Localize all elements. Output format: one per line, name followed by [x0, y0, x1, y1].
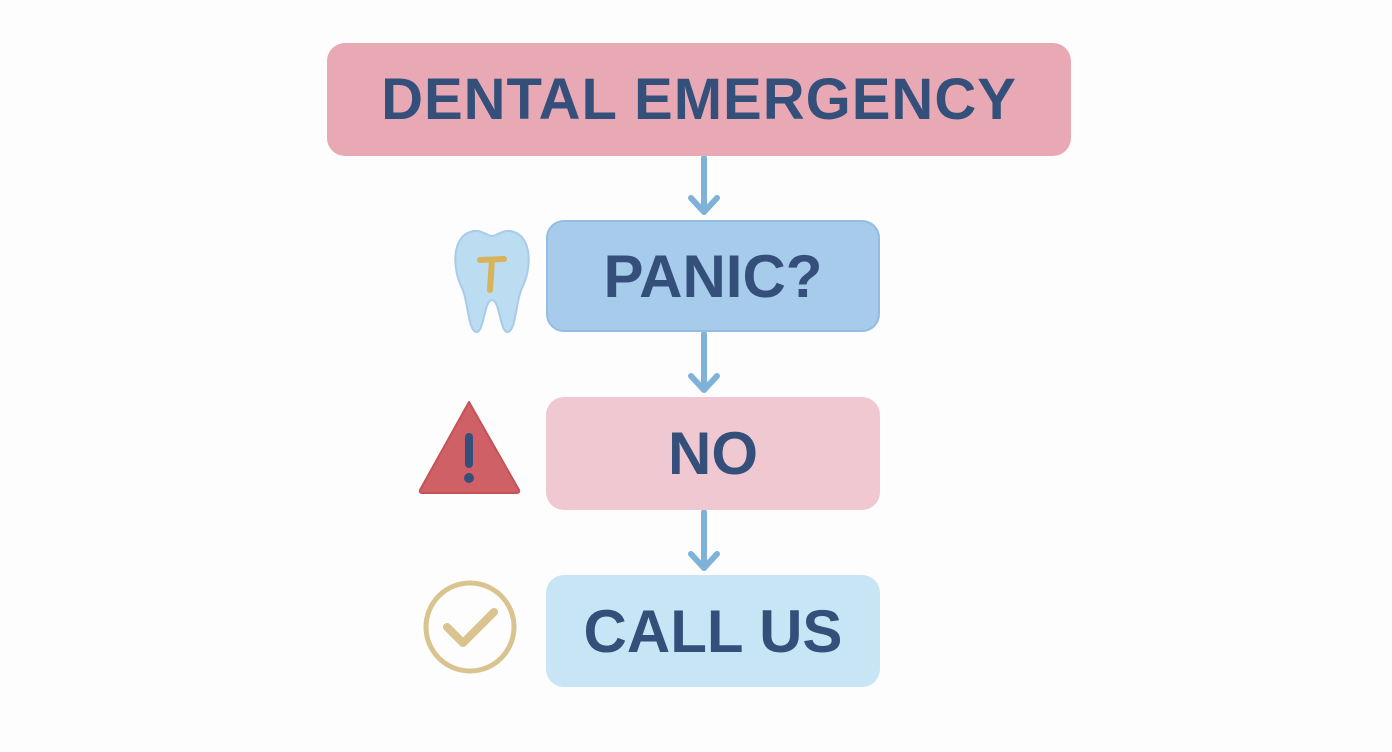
step-call-box: CALL US — [546, 575, 880, 687]
arrow-panic-to-no — [688, 331, 720, 393]
arrow-title-to-panic — [688, 155, 720, 215]
step-panic-box: PANIC? — [546, 220, 880, 332]
step-panic-label: PANIC? — [603, 242, 823, 310]
step-no-box: NO — [546, 397, 880, 510]
check-circle-icon — [423, 580, 517, 674]
step-no-label: NO — [668, 420, 758, 487]
arrow-no-to-call — [688, 509, 720, 571]
title-label: DENTAL EMERGENCY — [381, 67, 1017, 132]
step-call-label: CALL US — [583, 597, 843, 665]
warning-icon — [418, 401, 521, 494]
tooth-icon — [454, 229, 530, 333]
title-box: DENTAL EMERGENCY — [327, 43, 1071, 156]
